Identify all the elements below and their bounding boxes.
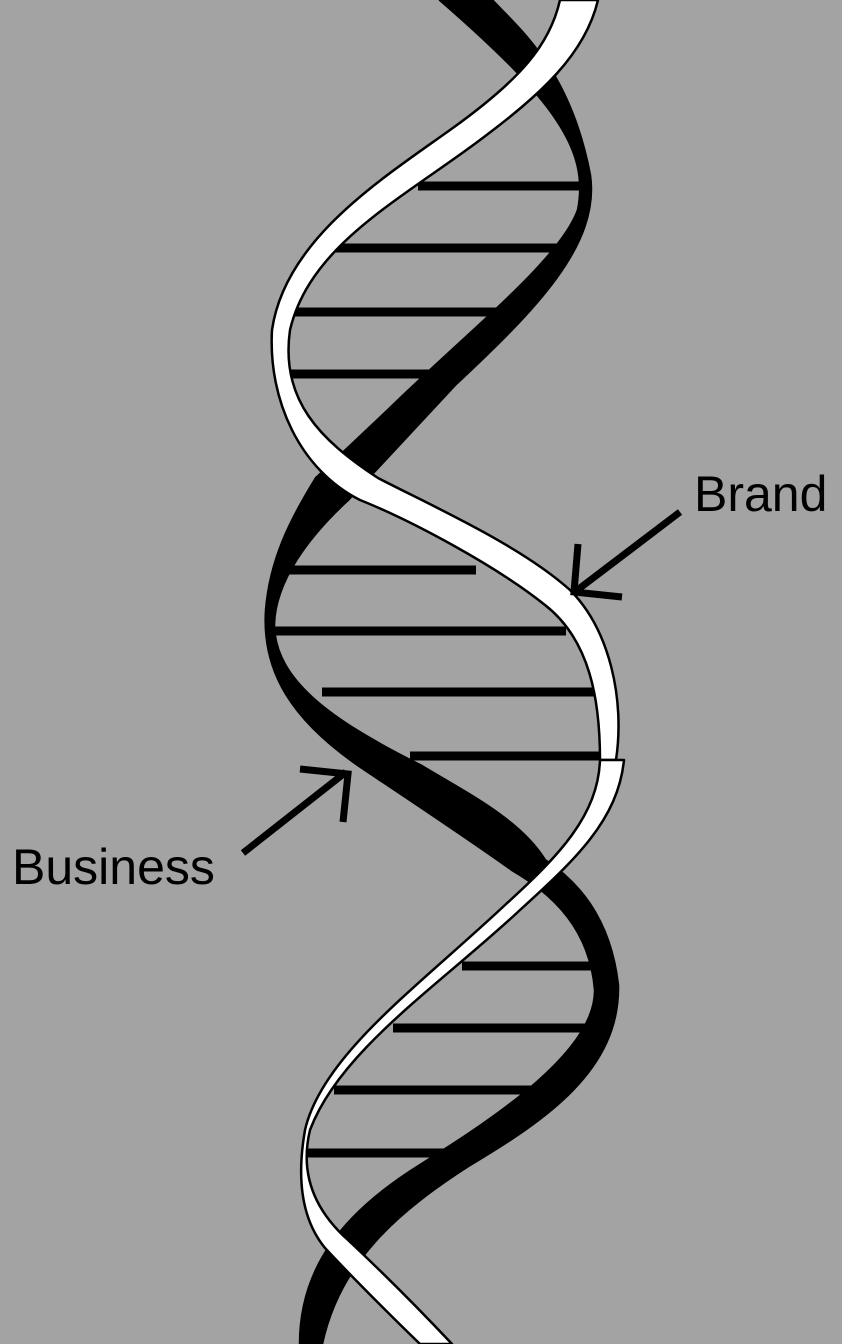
- helix-strands: [266, 0, 624, 1344]
- brand-label: Brand: [694, 469, 827, 519]
- business-arrow: [243, 769, 348, 853]
- brand-arrow: [574, 512, 680, 597]
- base-pair-rungs: [270, 186, 614, 1153]
- business-label: Business: [12, 842, 215, 892]
